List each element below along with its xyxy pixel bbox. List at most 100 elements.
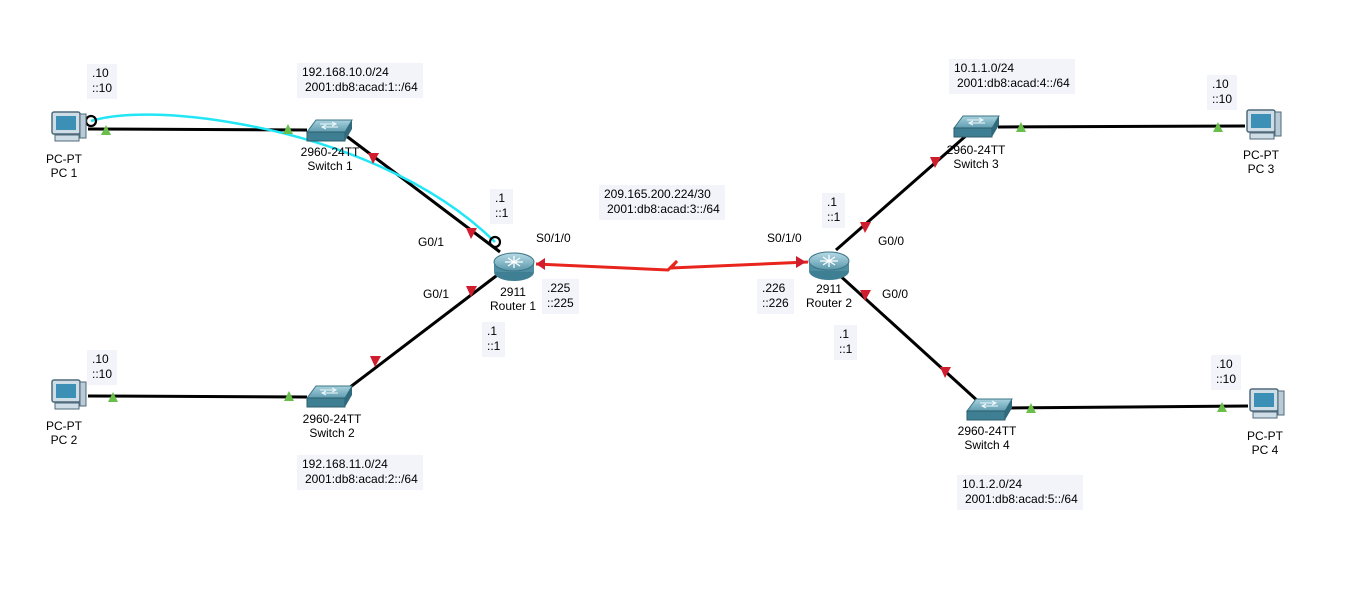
r2-g00a-port-label: G0/0 — [878, 234, 905, 248]
port-down-indicator — [860, 290, 871, 301]
lan3-ipv4: 10.1.1.0/24 — [954, 61, 1015, 75]
wan-ipv6: 2001:db8:acad:3::/64 — [607, 202, 720, 216]
pc4-ipv6: ::10 — [1216, 372, 1237, 386]
pc4-icon[interactable] — [1249, 388, 1285, 419]
lan4-ipv6: 2001:db8:acad:5::/64 — [965, 492, 1078, 506]
pc3-ipv4: .10 — [1212, 77, 1229, 91]
note-lan1[interactable]: 192.168.10.0/24 2001:db8:acad:1::/64 — [297, 63, 423, 98]
link-sw2-r1[interactable] — [344, 271, 501, 393]
link-pc2-sw2[interactable] — [87, 394, 308, 399]
note-lan4[interactable]: 10.1.2.0/24 2001:db8:acad:5::/64 — [957, 475, 1083, 510]
pc3-icon[interactable] — [1246, 109, 1282, 140]
switch1-icon[interactable] — [306, 119, 353, 142]
r1-s010-port-label: S0/1/0 — [536, 231, 571, 245]
r1-g01b-ipv4: .1 — [487, 324, 498, 338]
switch4-label[interactable]: 2960-24TT Switch 4 — [958, 424, 1017, 452]
pc4-label[interactable]: PC-PT PC 4 — [1247, 429, 1283, 457]
r1-g01b-port-label: G0/1 — [423, 287, 450, 301]
router2-model: 2911 — [816, 282, 842, 296]
switch3-label[interactable]: 2960-24TT Switch 3 — [947, 143, 1006, 171]
pc4-name: PC 4 — [1251, 443, 1279, 457]
router2-label[interactable]: 2911 Router 2 — [806, 282, 852, 310]
pc2-label[interactable]: PC-PT PC 2 — [46, 419, 82, 447]
switch3-icon[interactable] — [953, 115, 1000, 138]
link-indicators — [101, 122, 1227, 413]
port-up-indicator — [284, 391, 294, 401]
pc2-icon[interactable] — [51, 379, 87, 410]
lan2-ipv4: 192.168.11.0/24 — [302, 457, 388, 471]
switch2-model: 2960-24TT — [302, 412, 362, 426]
note-r1-g01a-address[interactable]: .1 ::1 — [490, 189, 514, 224]
link-r2-sw3[interactable] — [835, 132, 969, 252]
r2-s010-ipv4: .226 — [762, 281, 786, 295]
pc3-label[interactable]: PC-PT PC 3 — [1243, 148, 1279, 176]
port-down-indicator — [368, 153, 379, 164]
note-lan3[interactable]: 10.1.1.0/24 2001:db8:acad:4::/64 — [949, 59, 1075, 94]
r1-g01a-port-label: G0/1 — [418, 235, 445, 249]
port-down-indicator — [370, 356, 381, 367]
note-pc2-address[interactable]: .10 ::10 — [87, 350, 118, 385]
pc1-name: PC 1 — [50, 166, 78, 180]
link-r2-sw4[interactable] — [834, 270, 982, 405]
r1-g01a-ipv6: ::1 — [495, 206, 509, 220]
switch2-label[interactable]: 2960-24TT Switch 2 — [303, 412, 362, 440]
switch2-icon[interactable] — [306, 385, 353, 408]
r2-s010-port-label: S0/1/0 — [767, 231, 802, 245]
pc1-label[interactable]: PC-PT PC 1 — [46, 152, 82, 180]
lan3-ipv6: 2001:db8:acad:4::/64 — [957, 76, 1070, 90]
lan1-ipv4: 192.168.10.0/24 — [302, 65, 389, 79]
pc2-ipv4: .10 — [92, 352, 109, 366]
link-serial-r1-r2[interactable] — [535, 259, 809, 272]
switch1-model: 2960-24TT — [300, 145, 360, 159]
router2-icon[interactable] — [808, 251, 850, 281]
note-r2-s010-address[interactable]: .226 ::226 — [757, 279, 794, 314]
switch4-icon[interactable] — [966, 398, 1013, 421]
port-down-indicator — [860, 222, 871, 233]
port-down-indicator — [796, 256, 806, 268]
r2-g00b-port-label: G0/0 — [882, 287, 909, 301]
switch2-name: Switch 2 — [309, 426, 355, 440]
link-sw3-pc3[interactable] — [997, 124, 1246, 129]
r2-g00b-ipv4: .1 — [839, 327, 850, 341]
pc3-ipv6: ::10 — [1212, 92, 1233, 106]
r2-g00a-ipv4: .1 — [827, 195, 838, 209]
port-up-indicator — [283, 124, 293, 134]
router1-model: 2911 — [500, 285, 526, 299]
router1-label[interactable]: 2911 Router 1 — [490, 285, 536, 313]
cable-endpoint-r1[interactable] — [488, 235, 502, 249]
port-up-indicator — [1217, 402, 1227, 412]
note-lan2[interactable]: 192.168.11.0/24 2001:db8:acad:2::/64 — [297, 455, 423, 490]
note-pc3-address[interactable]: .10 ::10 — [1207, 75, 1238, 110]
note-r1-s010-address[interactable]: .225 ::225 — [542, 279, 579, 314]
switch1-label[interactable]: 2960-24TT Switch 1 — [301, 145, 360, 173]
r2-g00b-ipv6: ::1 — [839, 342, 853, 356]
lan4-ipv4: 10.1.2.0/24 — [962, 477, 1023, 491]
pc4-ipv4: .10 — [1216, 357, 1233, 371]
cable-drag-preview — [90, 113, 496, 243]
router1-icon[interactable] — [493, 252, 535, 282]
note-pc1-address[interactable]: .10 ::10 — [87, 64, 118, 99]
note-wan[interactable]: 209.165.200.224/30 2001:db8:acad:3::/64 — [599, 185, 725, 220]
port-down-indicator — [466, 228, 477, 239]
link-sw4-pc4[interactable] — [1007, 404, 1249, 410]
r2-s010-ipv6: ::226 — [762, 296, 789, 310]
note-r2-g00b-address[interactable]: .1 ::1 — [834, 325, 858, 360]
r2-g00a-ipv6: ::1 — [827, 210, 841, 224]
lan1-ipv6: 2001:db8:acad:1::/64 — [305, 80, 418, 94]
port-up-indicator — [1213, 122, 1223, 132]
note-r1-g01b-address[interactable]: .1 ::1 — [482, 322, 506, 357]
pc1-icon[interactable] — [51, 111, 87, 142]
router1-name: Router 1 — [489, 299, 537, 313]
pc1-model: PC-PT — [46, 152, 82, 166]
port-down-indicator — [940, 367, 951, 378]
switch4-model: 2960-24TT — [957, 424, 1017, 438]
switch3-name: Switch 3 — [953, 157, 999, 171]
switch1-name: Switch 1 — [307, 159, 353, 173]
wan-ipv4: 209.165.200.224/30 — [604, 187, 711, 201]
port-down-indicator — [536, 258, 545, 270]
port-up-indicator — [108, 392, 118, 402]
note-r2-g00a-address[interactable]: .1 ::1 — [822, 193, 846, 228]
r1-s010-ipv6: ::225 — [547, 296, 574, 310]
note-pc4-address[interactable]: .10 ::10 — [1211, 355, 1242, 390]
